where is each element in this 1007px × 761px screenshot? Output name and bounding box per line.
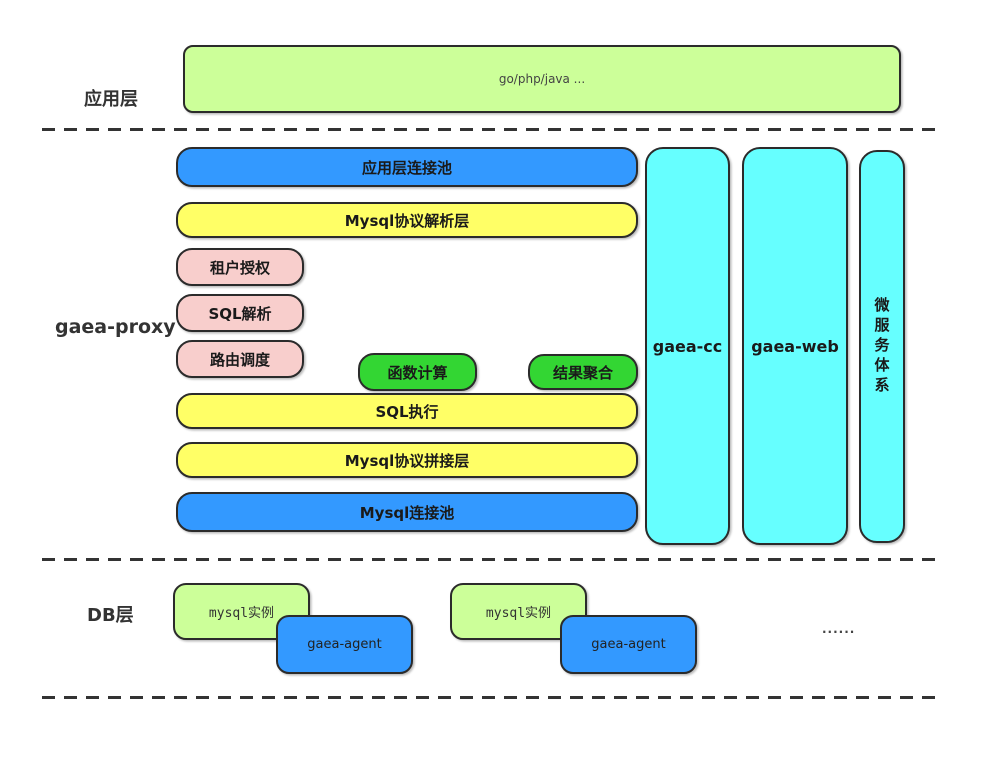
node-mysql-conn-pool: Mysql连接池	[176, 492, 638, 532]
node-gaea-agent-1-label: gaea-agent	[307, 637, 382, 652]
node-mysql-conn-pool-label: Mysql连接池	[359, 503, 455, 522]
node-mysql-protocol-parse: Mysql协议解析层	[176, 202, 638, 238]
node-gaea-web: gaea-web	[742, 147, 848, 545]
dashed-separator-middle	[42, 558, 940, 561]
node-mysql-instance-2-label: mysql实例	[485, 606, 552, 621]
node-sql-exec: SQL执行	[176, 393, 638, 429]
node-app-clients-label: go/php/java ...	[498, 72, 586, 86]
node-gaea-agent-2: gaea-agent	[560, 615, 697, 674]
node-sql-exec-label: SQL执行	[375, 402, 439, 421]
node-gaea-agent-2-label: gaea-agent	[591, 637, 666, 652]
app-layer-label: 应用层	[84, 89, 138, 110]
node-mysql-instance-1: mysql实例	[173, 583, 310, 640]
node-app-conn-pool-label: 应用层连接池	[361, 158, 452, 177]
node-gaea-agent-1: gaea-agent	[276, 615, 413, 674]
node-mysql-protocol-assemble-label: Mysql协议拼接层	[344, 451, 470, 470]
node-gaea-web-label: gaea-web	[751, 336, 839, 356]
node-app-clients: go/php/java ...	[183, 45, 901, 113]
node-gaea-cc: gaea-cc	[645, 147, 730, 545]
node-gaea-cc-label: gaea-cc	[652, 336, 723, 356]
node-func-calc-label: 函数计算	[387, 363, 448, 382]
node-microservice-system-label: 微服务体系	[872, 296, 891, 397]
db-layer-label: DB层	[87, 605, 134, 626]
dashed-separator-bottom	[42, 696, 940, 699]
node-result-merge-label: 结果聚合	[552, 363, 613, 382]
node-microservice-system: 微服务体系	[859, 150, 905, 543]
node-tenant-auth: 租户授权	[176, 248, 304, 286]
more-db-ellipsis: ......	[822, 622, 856, 636]
node-tenant-auth-label: 租户授权	[209, 258, 270, 277]
node-mysql-protocol-parse-label: Mysql协议解析层	[344, 211, 470, 230]
node-sql-parse: SQL解析	[176, 294, 304, 332]
node-route-dispatch-label: 路由调度	[209, 350, 270, 369]
node-route-dispatch: 路由调度	[176, 340, 304, 378]
dashed-separator-top	[42, 128, 940, 131]
node-func-calc: 函数计算	[358, 353, 477, 391]
node-app-conn-pool: 应用层连接池	[176, 147, 638, 187]
proxy-layer-label: gaea-proxy	[55, 316, 176, 338]
node-sql-parse-label: SQL解析	[208, 304, 272, 323]
node-result-merge: 结果聚合	[528, 354, 638, 390]
node-mysql-protocol-assemble: Mysql协议拼接层	[176, 442, 638, 478]
node-mysql-instance-1-label: mysql实例	[208, 606, 275, 621]
